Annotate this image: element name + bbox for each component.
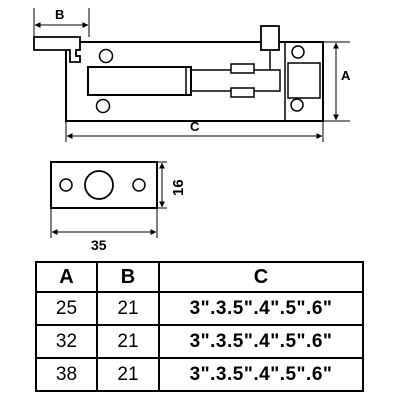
header-a: A: [35, 261, 98, 293]
table-row: 25 21 3".3.5".4".5".6": [35, 291, 364, 326]
dimension-height: [157, 161, 167, 209]
dimension-c-label: C: [190, 119, 200, 134]
header-c: C: [158, 261, 364, 293]
dimension-a: [323, 41, 350, 122]
cell-a: 38: [35, 357, 98, 392]
cell-a: 25: [35, 291, 98, 326]
cell-a: 32: [35, 324, 98, 359]
bolt-tip: [263, 69, 281, 92]
bolt-barrel: [87, 66, 192, 96]
keeper-plate-view: [50, 161, 158, 209]
screw-hole-bottom-right: [290, 98, 304, 112]
cell-b: 21: [96, 291, 160, 326]
dimension-a-label: A: [341, 68, 351, 83]
dimension-height-label: 16: [170, 179, 187, 196]
bolt-stem-head: [260, 25, 280, 51]
header-b: B: [96, 261, 160, 293]
screw-hole-bottom-left: [95, 98, 111, 114]
dimension-c: [65, 121, 324, 142]
dimension-width: [50, 208, 158, 238]
dimension-b: [33, 8, 90, 37]
screw-hole-top-right: [291, 45, 305, 59]
rod-guide-top: [230, 63, 255, 74]
cell-c: 3".3.5".4".5".6": [158, 357, 364, 392]
keeper-plate: [50, 161, 158, 209]
cell-b: 21: [96, 357, 160, 392]
dimension-width-label: 35: [91, 237, 107, 253]
table-row: 32 21 3".3.5".4".5".6": [35, 324, 364, 359]
table-row: 38 21 3".3.5".4".5".6": [35, 357, 364, 392]
cell-c: 3".3.5".4".5".6": [158, 324, 364, 359]
barrel-bolt-front-view: [33, 25, 324, 122]
keeper-hole-right: [132, 178, 146, 192]
bolt-base-plate: [65, 41, 324, 122]
bolt-knob: [33, 36, 81, 63]
table-header-row: A B C: [35, 261, 364, 293]
size-table: A B C 25 21 3".3.5".4".5".6" 32 21 3".3.…: [35, 261, 364, 392]
cell-c: 3".3.5".4".5".6": [158, 291, 364, 326]
cell-b: 21: [96, 324, 160, 359]
rod-guide-bottom: [230, 87, 255, 98]
screw-hole-top-left: [98, 48, 114, 64]
keeper-block: [287, 62, 321, 99]
keeper-hole-left: [59, 178, 73, 192]
keeper-hole-center: [84, 170, 114, 200]
dimension-b-label: B: [55, 7, 64, 22]
